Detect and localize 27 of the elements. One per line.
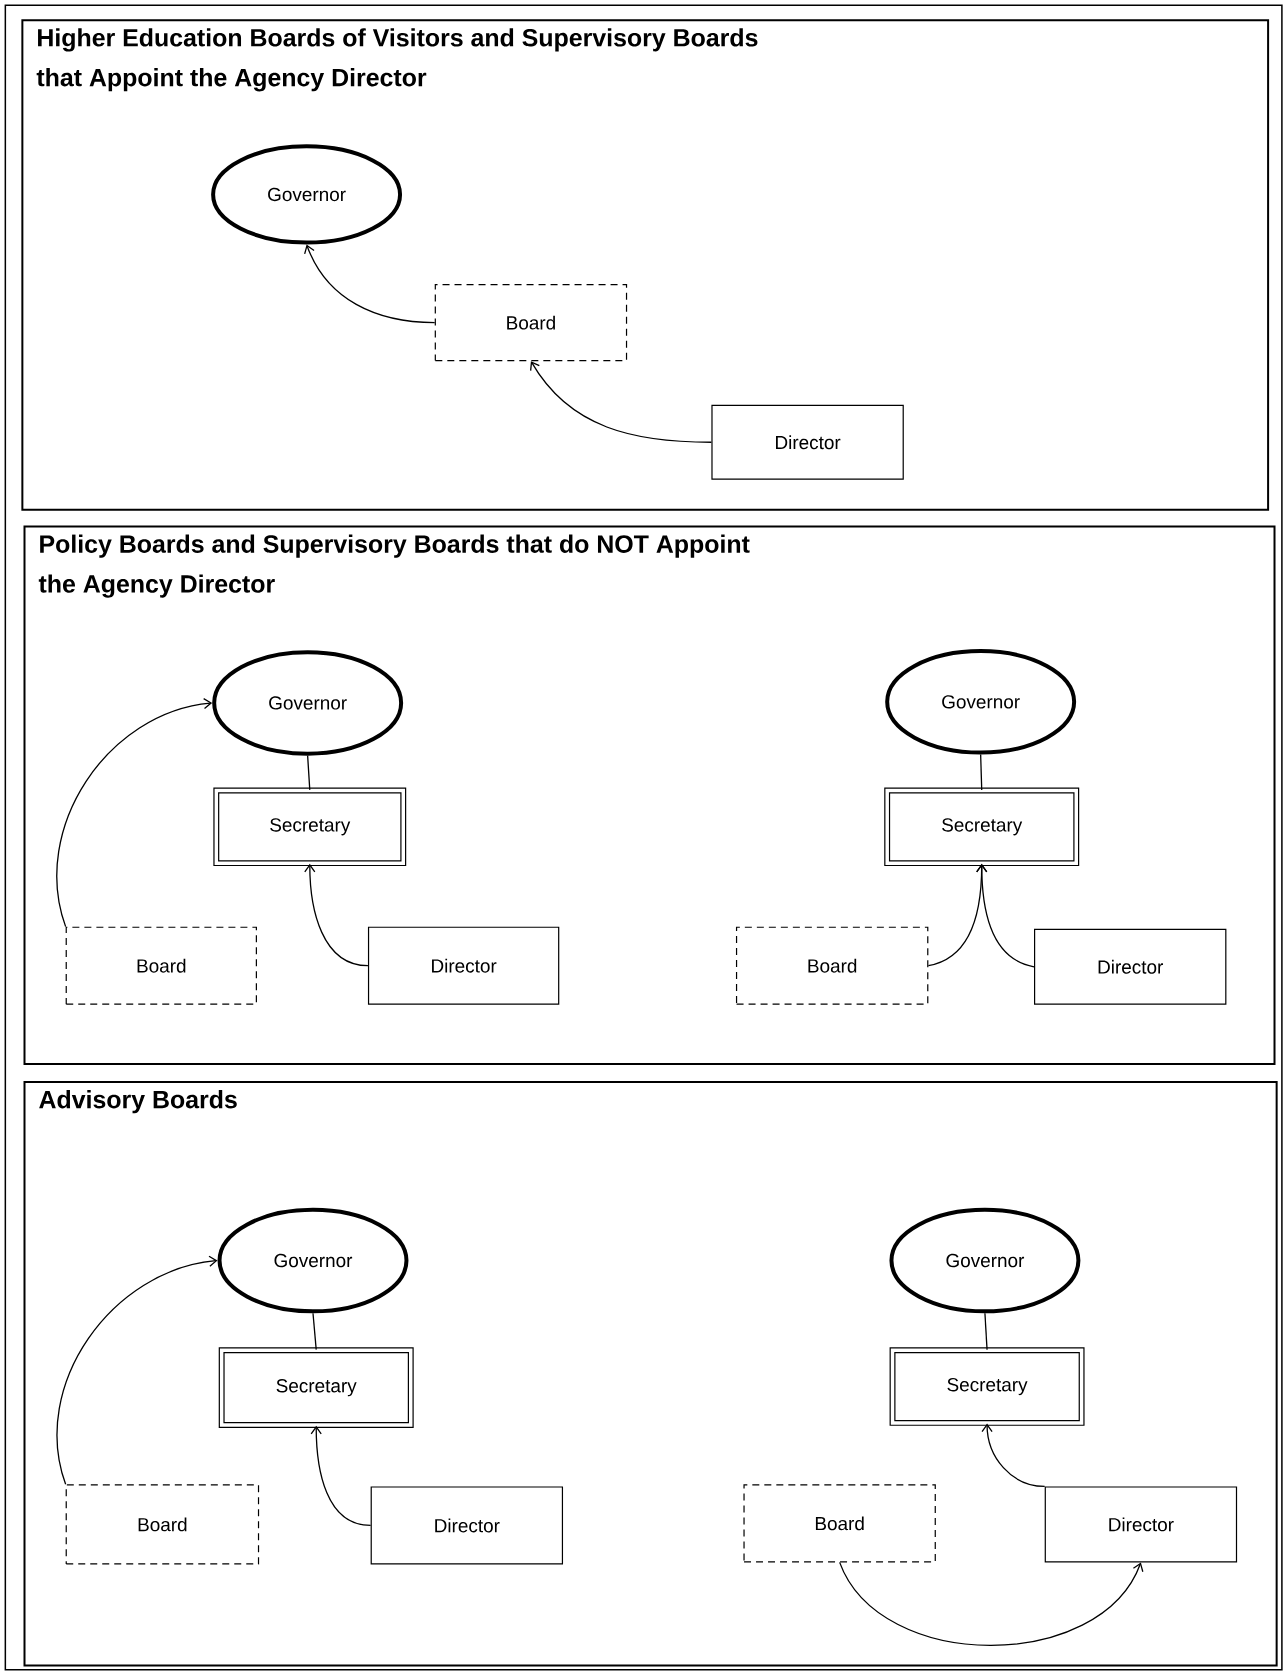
connector-line	[984, 1312, 988, 1351]
director-box: Director	[1044, 1486, 1237, 1563]
board-box: Board	[65, 926, 257, 1005]
board-box: Board	[434, 284, 628, 362]
arrow	[981, 1423, 1046, 1488]
director-box: Director	[370, 1486, 563, 1565]
arrow	[310, 1425, 372, 1527]
connector-line	[306, 755, 311, 791]
arrow	[56, 698, 213, 928]
secretary-box: Secretary	[884, 787, 1080, 867]
connector-line	[312, 1312, 317, 1351]
director-box: Director	[367, 926, 560, 1005]
arrow	[303, 244, 436, 324]
arrow	[304, 863, 369, 967]
secretary-box: Secretary	[889, 1347, 1085, 1426]
arrow	[838, 1561, 1144, 1647]
arrow	[529, 361, 712, 443]
arrow	[976, 863, 1035, 968]
board-box: Board	[65, 1484, 260, 1565]
secretary-box: Secretary	[218, 1347, 414, 1428]
board-box: Board	[743, 1484, 936, 1563]
board-box: Board	[735, 926, 929, 1005]
director-box: Director	[1033, 928, 1227, 1005]
connector-line	[979, 753, 983, 791]
director-box: Director	[711, 404, 904, 480]
secretary-box: Secretary	[213, 787, 407, 867]
arrow	[56, 1255, 218, 1485]
